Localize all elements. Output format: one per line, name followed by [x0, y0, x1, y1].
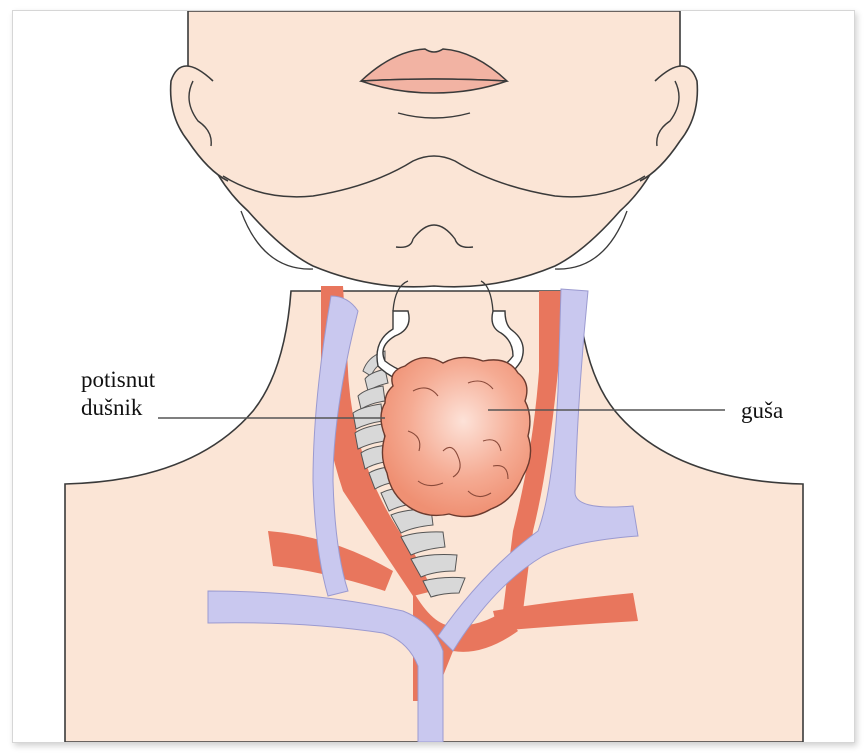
trachea-label-line1: potisnut	[81, 367, 155, 393]
goiter-label: guša	[741, 398, 783, 424]
figure-frame: potisnut dušnik guša	[12, 10, 855, 743]
trachea-label-line2: dušnik	[81, 395, 142, 421]
goiter-mass	[381, 357, 531, 516]
